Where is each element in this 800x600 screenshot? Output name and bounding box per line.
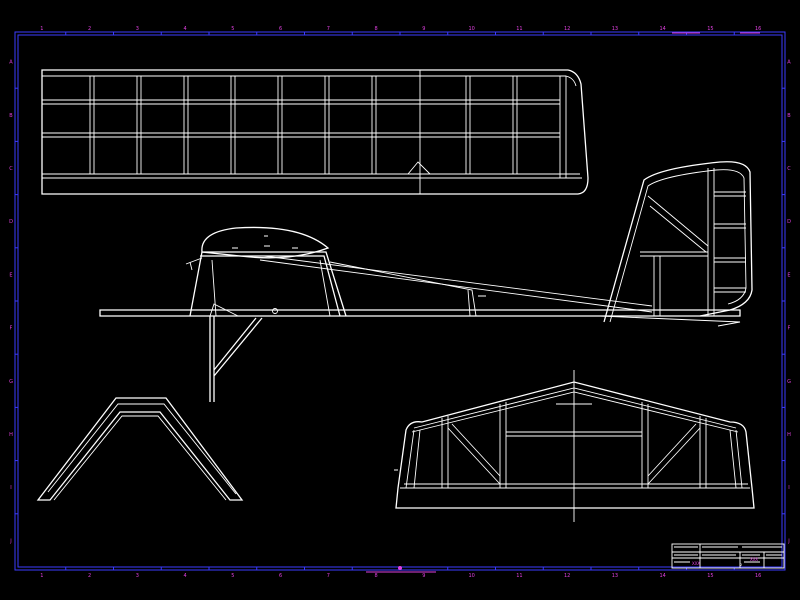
top-grid-label: 4	[184, 26, 187, 32]
left-grid-label: J	[9, 538, 11, 544]
tail-skid	[599, 315, 741, 327]
wing-plan-view	[41, 69, 589, 195]
title-block-mark-3: 2	[740, 563, 742, 567]
bottom-grid-label: 1	[40, 573, 43, 579]
top-grid-label: 12	[564, 26, 570, 32]
wing-tip-rib	[559, 76, 567, 178]
bottom-grid-label: 16	[755, 573, 761, 579]
right-grid-label: I	[788, 485, 789, 491]
bottom-grid-label: 3	[136, 573, 139, 579]
right-grid-label: G	[787, 379, 791, 385]
tail-boom-upper	[259, 255, 653, 313]
fuselage-side-view	[99, 161, 753, 402]
tow-hook	[272, 308, 278, 314]
right-grid-label: B	[787, 113, 791, 119]
bottom-grid-label: 11	[516, 573, 522, 579]
top-grid-label: 6	[279, 26, 282, 32]
wing-outline	[41, 69, 589, 195]
fuselage-keel	[99, 309, 741, 317]
left-grid-label: I	[10, 485, 11, 491]
bottom-grid-label: 10	[468, 573, 474, 579]
bottom-grid-label: 9	[422, 573, 425, 579]
left-grid-label: G	[9, 379, 13, 385]
section-front-view	[394, 370, 755, 522]
bottom-grid-label: 7	[327, 573, 330, 579]
section-posts	[441, 402, 707, 488]
bottom-grid-label: 15	[707, 573, 713, 579]
wing-ribs	[89, 76, 518, 174]
title-block-mark-1: XXX	[692, 561, 700, 567]
top-grid-label: 5	[231, 26, 234, 32]
bottom-grid-label: 12	[564, 573, 570, 579]
title-block-mark-2: XXX	[750, 557, 758, 563]
wing-center-joint	[407, 70, 431, 194]
top-grid-label: 9	[422, 26, 425, 32]
top-grid-label: 11	[516, 26, 522, 32]
right-grid-label: H	[787, 432, 791, 438]
front-frame-view	[36, 397, 244, 501]
nose-skid	[190, 303, 239, 317]
left-grid-label: H	[9, 432, 13, 438]
top-grid-label: 1	[40, 26, 43, 32]
top-grid-label: 8	[375, 26, 378, 32]
right-grid-label: A	[787, 60, 791, 66]
right-grid-label: E	[787, 272, 790, 278]
section-outline	[395, 381, 755, 509]
right-grid-label: J	[787, 538, 789, 544]
wing-stringers	[42, 99, 560, 138]
cockpit-frame	[189, 251, 347, 317]
section-sides	[405, 429, 743, 489]
left-grid-label: F	[10, 326, 13, 332]
top-grid-label: 3	[136, 26, 139, 32]
left-grid-label: D	[9, 219, 13, 225]
right-grid-label: F	[788, 326, 791, 332]
left-grid-label: B	[9, 113, 13, 119]
fin-bracing	[640, 195, 709, 316]
right-grid-label: C	[787, 166, 791, 172]
bottom-center-dot	[398, 566, 402, 570]
title-block: XXX XXX 2	[671, 543, 785, 569]
bottom-grid-label: 2	[88, 573, 91, 579]
left-grid-label: A	[9, 60, 13, 66]
top-grid-label: 14	[659, 26, 665, 32]
top-grid-label: 15	[707, 26, 713, 32]
title-block-grid	[672, 544, 784, 568]
top-grid-label: 13	[612, 26, 618, 32]
cockpit-struts	[185, 257, 331, 317]
left-grid-label: C	[9, 166, 13, 172]
border-ticks	[15, 32, 785, 570]
bottom-grid-label: 14	[659, 573, 665, 579]
bottom-grid-label: 4	[184, 573, 187, 579]
top-grid-label: 7	[327, 26, 330, 32]
bottom-grid-label: 8	[375, 573, 378, 579]
section-base	[400, 483, 750, 489]
trapezoid-frame-inner	[47, 403, 237, 501]
bottom-grid-label: 13	[612, 573, 618, 579]
trapezoid-frame-outline	[36, 397, 244, 501]
bottom-grid-label: 5	[231, 573, 234, 579]
landing-strut	[209, 316, 263, 402]
centerline	[394, 370, 592, 522]
canopy-details	[232, 235, 298, 249]
bottom-grid-label: 6	[279, 573, 282, 579]
rudder-ribs	[707, 168, 746, 316]
boom-brace	[329, 261, 486, 317]
right-grid-label: D	[787, 219, 791, 225]
top-grid-label: 2	[88, 26, 91, 32]
top-grid-label: 16	[755, 26, 761, 32]
fin-outline	[603, 161, 753, 323]
top-grid-label: 10	[468, 26, 474, 32]
title-block-text-lines	[674, 546, 782, 563]
left-grid-label: E	[9, 272, 12, 278]
fin-inner	[609, 169, 747, 323]
title-block-frame	[671, 543, 785, 569]
section-diagonals	[447, 423, 701, 485]
